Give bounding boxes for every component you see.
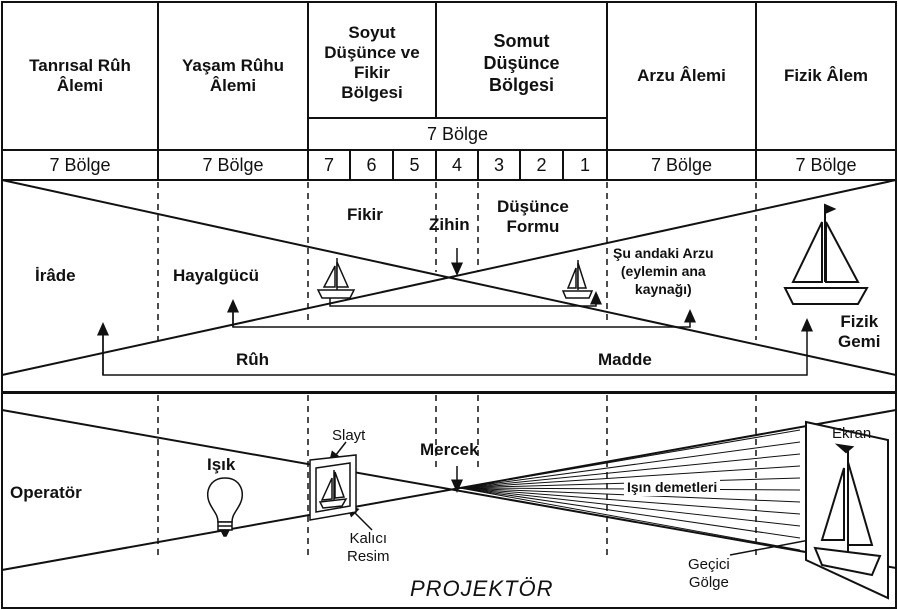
- label-fikir: Fikir: [347, 205, 383, 224]
- label-hayalgucu: Hayalgücü: [173, 266, 259, 285]
- region-cell: 7: [323, 154, 334, 175]
- top-panel-dividers: [157, 182, 757, 340]
- col-header-soyut: Soyut Düşünce ve Fikir Bölgesi: [324, 23, 420, 102]
- label-zihin: Zihin: [429, 215, 470, 234]
- sailboat-icon: [561, 260, 594, 299]
- label-dusunce-formu: Düşünce Formu: [497, 197, 569, 236]
- light-bulb-icon: [206, 477, 244, 537]
- sailboat-icon: [316, 258, 356, 299]
- label-isin-demetleri: Işın demetleri: [624, 478, 721, 496]
- label-madde: Madde: [598, 350, 652, 369]
- region-cell: 7 Bölge: [650, 154, 713, 175]
- region-cell: 2: [536, 154, 547, 175]
- bottom-panel-frame: [1, 392, 897, 609]
- region-cell: 6: [366, 154, 377, 175]
- label-projektor: PROJEKTÖR: [410, 576, 554, 601]
- mind-span-label: 7 Bölge: [426, 123, 489, 144]
- region-cell: 3: [493, 154, 504, 175]
- label-su-andaki-arzu: Şu andaki Arzu (eylemin ana kaynağı): [613, 245, 714, 297]
- sailboat-icon: [783, 203, 869, 305]
- light-rays: [459, 429, 801, 551]
- screen-icon: [805, 420, 889, 600]
- col-header-fizik: Fizik Âlem: [783, 66, 869, 85]
- label-ruh: Rûh: [236, 350, 270, 369]
- region-cell: 5: [409, 154, 420, 175]
- bottom-panel-dividers: [157, 395, 757, 560]
- header-grid: [1, 1, 897, 181]
- region-cell: 1: [579, 154, 590, 175]
- top-panel-arrows: [97, 248, 813, 376]
- col-header-somut: Somut Düşünce Bölgesi: [483, 31, 560, 95]
- label-kalici-resim: Kalıcı Resim: [347, 530, 390, 565]
- col-header-tanrisal: Tanrısal Rûh Âlemi: [29, 56, 131, 95]
- label-operator: Operatör: [10, 483, 82, 502]
- label-ekran: Ekran: [832, 425, 872, 442]
- region-cell: 4: [451, 154, 462, 175]
- col-header-yasam: Yaşam Rûhu Âlemi: [181, 56, 285, 95]
- label-irade: İrâde: [35, 266, 76, 285]
- region-cell: 7 Bölge: [795, 154, 857, 175]
- label-mercek: Mercek: [420, 440, 479, 459]
- top-panel-frame: [1, 179, 897, 393]
- label-slayt: Slayt: [332, 427, 366, 444]
- region-cell: 7 Bölge: [202, 154, 264, 175]
- label-isik: Işık: [207, 455, 236, 474]
- label-gecici-golge: Geçici Gölge: [688, 556, 730, 591]
- slide-icon: [309, 454, 357, 521]
- region-cell: 7 Bölge: [49, 154, 111, 175]
- col-header-arzu: Arzu Âlemi: [637, 66, 726, 85]
- label-fizik-gemi: Fizik Gemi: [838, 312, 881, 351]
